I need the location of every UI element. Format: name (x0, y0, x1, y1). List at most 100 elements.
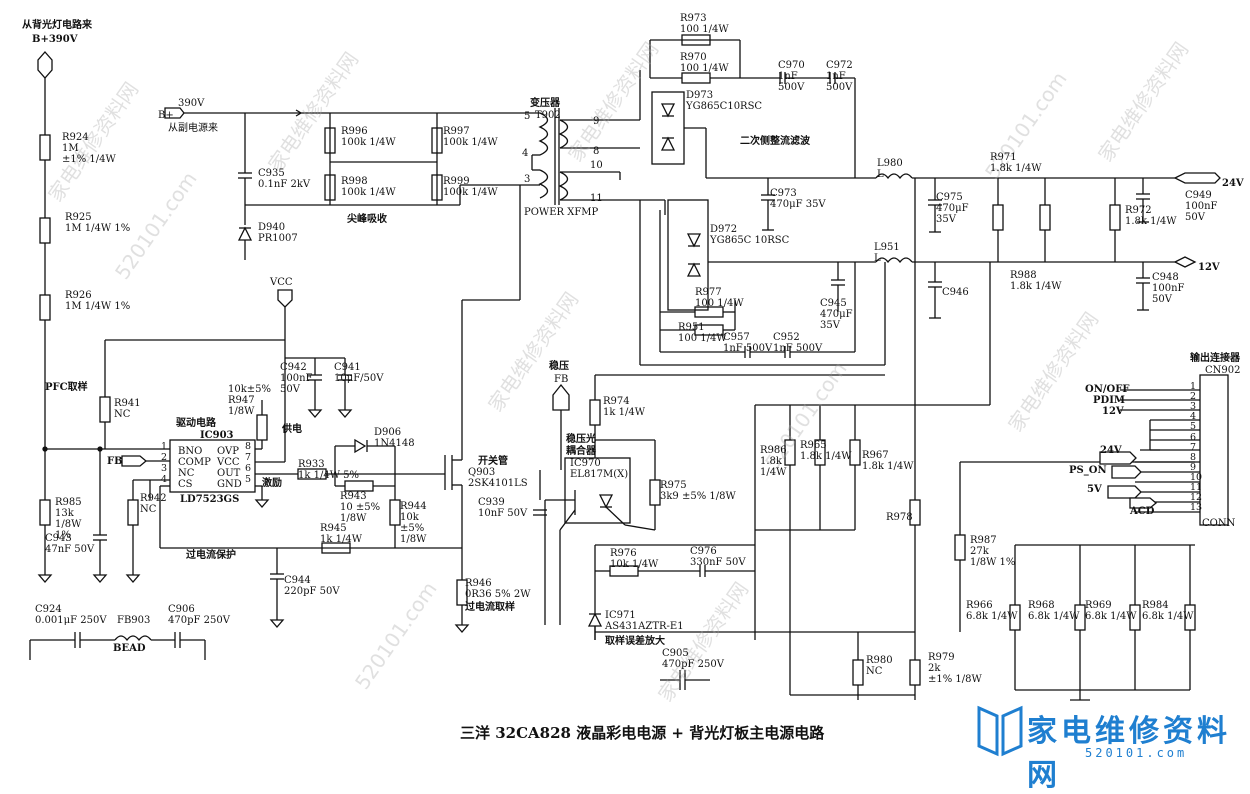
label-pin4: 4 (522, 148, 529, 159)
r941-symbol (99, 396, 111, 423)
c972-label: 1nF (826, 71, 846, 82)
cn902-pin-number: 5 (1190, 421, 1197, 433)
c906-label: C906 (168, 604, 195, 615)
r987-label: R987 (970, 535, 997, 546)
label-power-xfmp: POWER XFMP (524, 207, 599, 218)
c946-label: C946 (942, 287, 969, 298)
label-conn: CONN (1202, 518, 1236, 529)
c905-label: C905 (662, 648, 689, 659)
r979-label: R979 (928, 652, 955, 663)
r926-label: R926 (65, 290, 92, 301)
r946-label: 0R36 5% 2W (465, 589, 531, 600)
label-bplus: B+ (158, 110, 174, 121)
c945-label: 35V (820, 320, 840, 331)
r968-label: R968 (1028, 600, 1055, 611)
d906-label: D906 (374, 427, 402, 438)
label-fb-reg: FB (554, 374, 569, 385)
cn902-pin-number: 7 (1190, 441, 1197, 453)
label-pin8: 8 (593, 146, 600, 157)
label-opto-title2: 耦合器 (566, 446, 596, 457)
r996-label: R996 (341, 126, 368, 137)
c957-label: C957 (723, 332, 750, 343)
ic971-label: IC971 (605, 610, 636, 621)
fb-input-arrow (121, 455, 148, 467)
r996-symbol (324, 127, 336, 154)
ic903-part: LD7523GS (180, 494, 240, 505)
r979-label: ±1% 1/8W (928, 674, 982, 685)
label-opto-title: 稳压光 (566, 434, 596, 445)
label-spike: 尖峰吸收 (347, 214, 387, 225)
label-output-conn: 输出连接器 (1190, 353, 1240, 364)
c976-label: 330nF 50V (690, 557, 746, 568)
r987-label: 1/8W 1% (970, 557, 1016, 568)
ic970-label: EL817M(X) (570, 469, 629, 480)
q903-label: Q903 (468, 467, 496, 478)
d972-label: YG865C 10RSC (710, 235, 790, 246)
c949-label: 50V (1185, 212, 1205, 223)
r966-label: 6.8k 1/4W (966, 611, 1018, 622)
label-out24: 24V (1222, 178, 1244, 189)
d940-label: D940 (258, 222, 286, 233)
r944-symbol (389, 499, 401, 526)
brand-book-icon (977, 705, 1023, 757)
r941-label: R941 (114, 398, 141, 409)
l951-symbol (875, 257, 913, 264)
r984-label: 6.8k 1/4W (1142, 611, 1194, 622)
page-title: 三洋 32CA828 液晶彩电电源 + 背光灯板主电源电路 (460, 724, 825, 742)
out12-arrow (1173, 256, 1197, 268)
r924-label: 1M (62, 143, 79, 154)
label-overcurrent: 过电流保护 (186, 550, 236, 561)
label-v12: 12V (1102, 406, 1124, 417)
d973-label: D973 (686, 90, 714, 101)
r997-label: 100k 1/4W (443, 137, 498, 148)
r951-label: 100 1/4W (678, 333, 727, 344)
ic903-num-5: 5 (245, 474, 252, 485)
label-pin3: 3 (524, 174, 531, 185)
ic971-symbol (587, 612, 603, 627)
c970-label: C970 (778, 60, 805, 71)
c944-label: 220pF 50V (284, 586, 340, 597)
r986-label: 1/4W (760, 467, 787, 478)
r988-label: 1.8k 1/4W (1010, 281, 1062, 292)
vcc-arrow (277, 289, 293, 308)
c972-label: C972 (826, 60, 853, 71)
cn902-pin-number: 11 (1190, 482, 1203, 493)
c905-label: 470pF 250V (662, 659, 724, 670)
ic903-pin-comp: COMP (178, 457, 211, 468)
ic903-pin-ovp: OVP (217, 446, 239, 457)
r980-symbol (852, 659, 864, 686)
r998-label: R998 (341, 176, 368, 187)
cn902-pin-number: 10 (1190, 471, 1203, 483)
r988-label: R988 (1010, 270, 1037, 281)
ic970-label: IC970 (570, 458, 601, 469)
r965-label: R965 (800, 440, 827, 451)
cn902-pin-number: 3 (1190, 401, 1197, 413)
ic971-label: AS431AZTR-E1 (605, 621, 684, 632)
r984-label: R984 (1142, 600, 1169, 611)
l980-symbol (875, 173, 913, 180)
c970-label: 1nF (778, 71, 798, 82)
r946-label: R946 (465, 578, 492, 589)
label-pdim: PDIM (1093, 395, 1125, 406)
brand-url: 520101.com (1085, 746, 1188, 760)
r980-label: NC (866, 666, 883, 677)
label-v24: 24V (1100, 445, 1122, 456)
cn902-body (1199, 374, 1229, 526)
c944-label: C944 (284, 575, 311, 586)
r986-label: 1.8k (760, 456, 782, 467)
r951-label: R951 (678, 322, 705, 333)
c942-label: 50V (280, 384, 300, 395)
r987-symbol (954, 534, 966, 561)
r977-label: R977 (695, 287, 722, 298)
c975-label: 470μF (936, 203, 969, 214)
r972-symbol (1109, 204, 1121, 231)
r987-label: 27k (970, 546, 989, 557)
cn902-pin-number: 13 (1190, 502, 1203, 514)
c948-label: 50V (1152, 294, 1172, 305)
r986-label: R986 (760, 445, 787, 456)
ic903-pin-cs: CS (178, 479, 193, 490)
r975-symbol (649, 479, 661, 506)
r942-label: R942 (140, 493, 167, 504)
cn902-pin-number: 1 (1190, 381, 1197, 392)
c924-label: C924 (35, 604, 62, 615)
